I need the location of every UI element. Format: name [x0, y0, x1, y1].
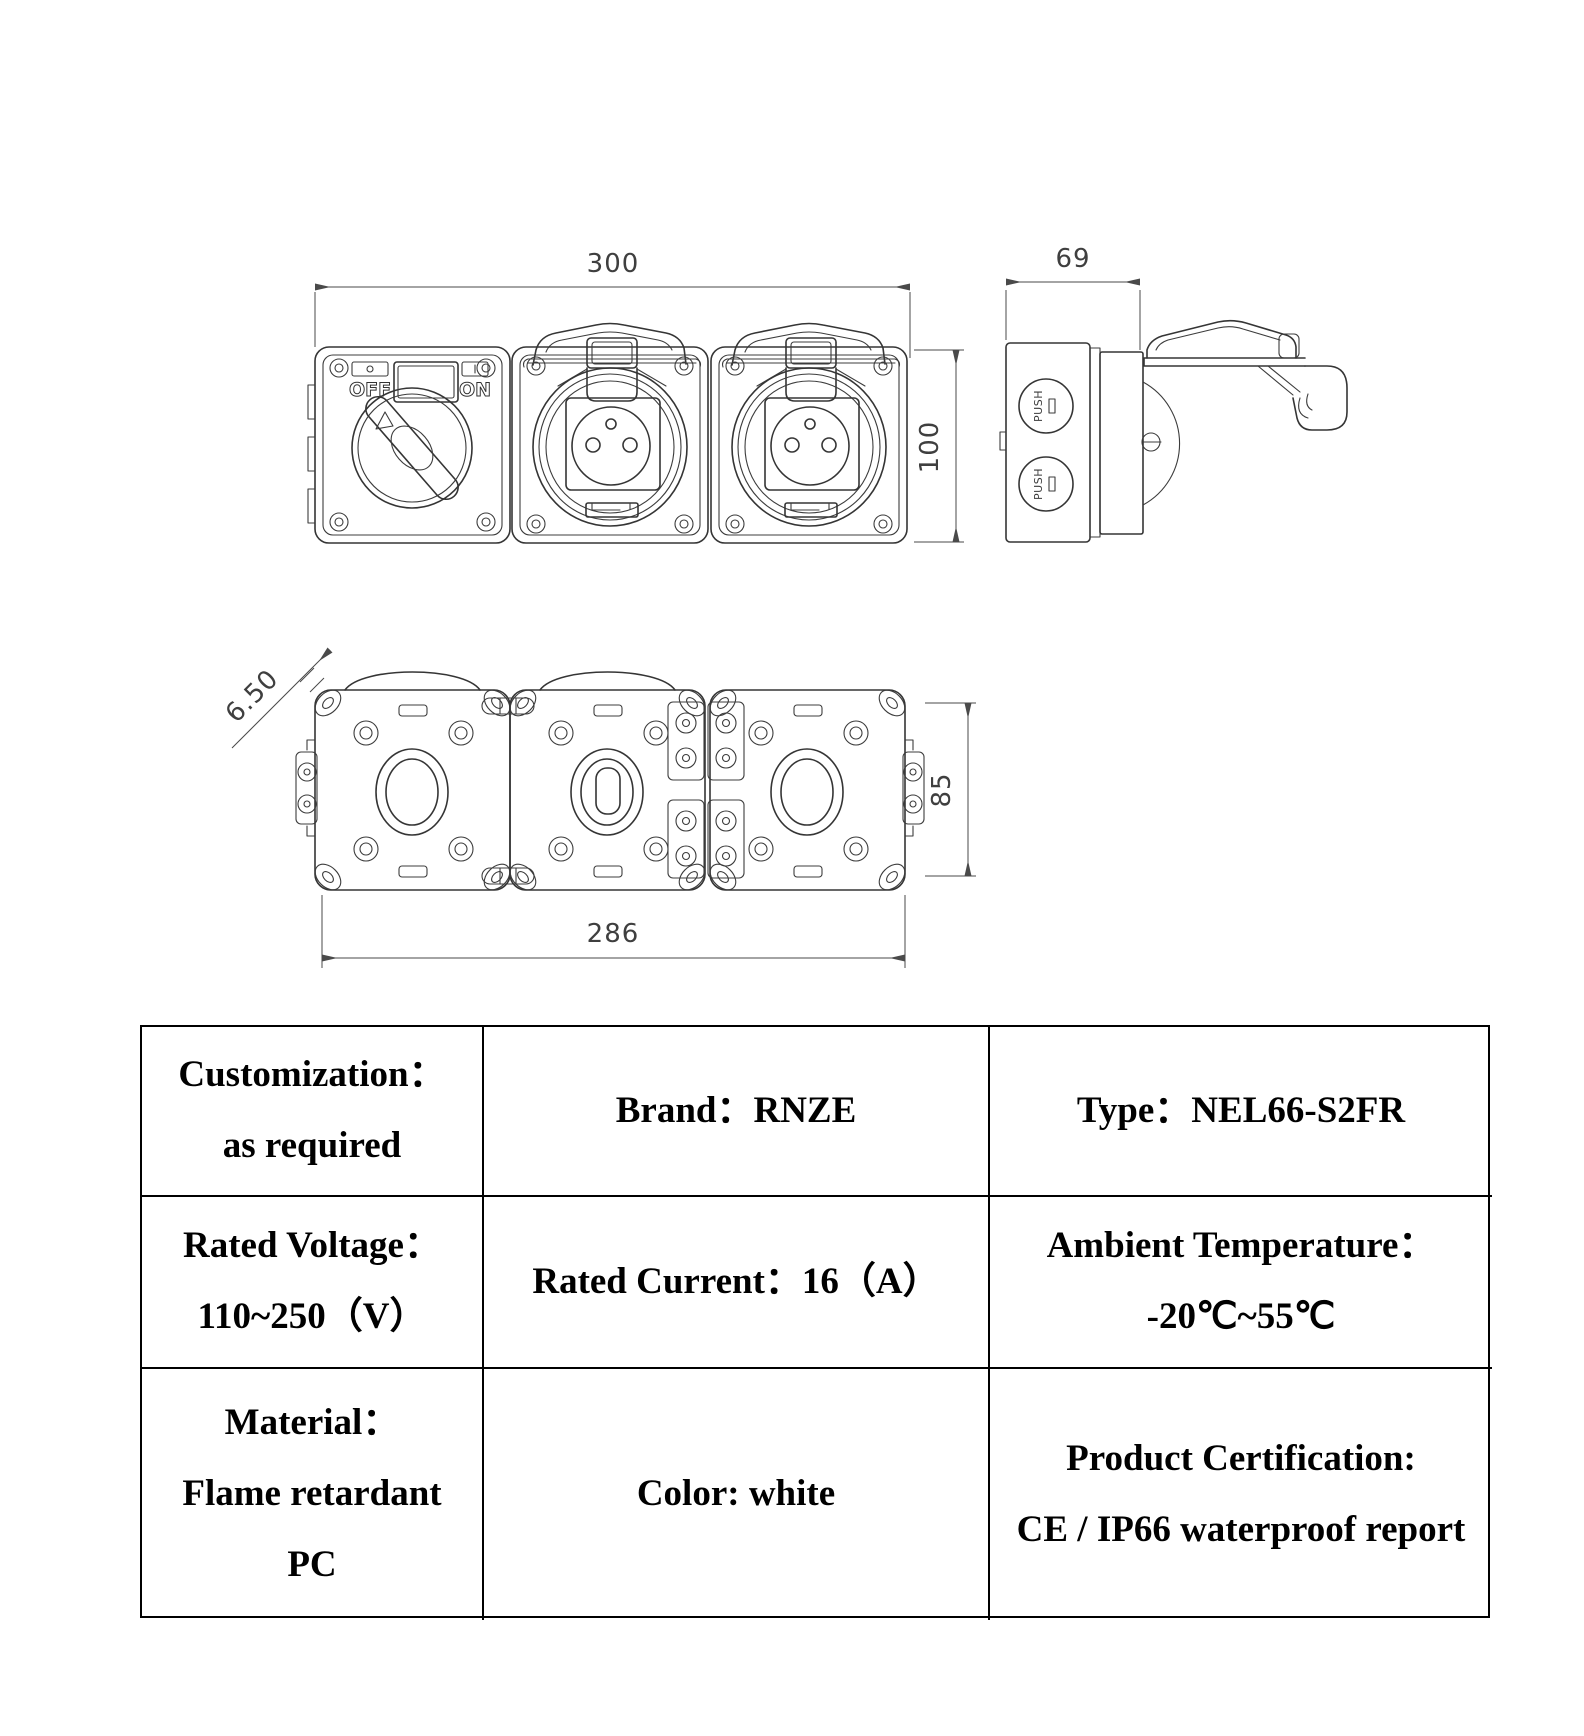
rated-voltage-label: Rated Voltage：: [183, 1225, 441, 1267]
hinge-terminal-blocks: [667, 701, 745, 879]
ambient-temperature-label: Ambient Temperature：: [1046, 1225, 1436, 1267]
switch-off-label: OFF: [349, 379, 391, 401]
cell-material: Material： Flame retardant PC: [142, 1369, 484, 1620]
push-label: PUSH: [1032, 390, 1045, 422]
rated-voltage-value: 110~250（V）: [197, 1296, 427, 1337]
cell-rated-voltage: Rated Voltage： 110~250（V）: [142, 1197, 484, 1369]
open-lid: [1143, 319, 1348, 431]
cell-ambient-temperature: Ambient Temperature： -20℃~55℃: [990, 1197, 1492, 1369]
cable-knockout: PUSH: [1018, 456, 1074, 512]
back-height-dim: 85: [927, 772, 957, 807]
svg-text:6.50: 6.50: [220, 664, 285, 729]
side-depth-dim: 69: [1055, 244, 1090, 274]
cable-knockout: PUSH: [1018, 378, 1074, 434]
brand-value: Brand：RNZE: [615, 1089, 857, 1131]
side-latch: [295, 739, 318, 837]
front-height-dim: 100: [915, 421, 945, 474]
back-view: 6.50 85 286: [220, 647, 976, 968]
cell-brand: Brand：RNZE: [484, 1027, 990, 1197]
cell-color: Color: white: [484, 1369, 990, 1620]
side-latch: [902, 739, 925, 837]
spec-table: Customization： as required Brand：RNZE Ty…: [140, 1025, 1492, 1620]
technical-drawing: 300 100 OFF: [220, 244, 1348, 968]
switch-on-label: ON: [459, 379, 491, 401]
front-view: 300 100 OFF: [307, 249, 964, 544]
cell-type: Type：NEL66-S2FR: [990, 1027, 1492, 1197]
material-label: Material：: [224, 1402, 400, 1444]
cell-customization: Customization： as required: [142, 1027, 484, 1197]
cell-certification: Product Certification: CE / IP66 waterpr…: [990, 1369, 1492, 1620]
front-width-dim: 300: [587, 249, 640, 279]
hole-dimension: 6.50: [220, 647, 333, 749]
rated-current-value: Rated Current：16（A）: [532, 1260, 940, 1302]
cell-rated-current: Rated Current：16（A）: [484, 1197, 990, 1369]
type-value: Type：NEL66-S2FR: [1076, 1089, 1406, 1131]
certification-value: CE / IP66 waterproof report: [1016, 1508, 1466, 1550]
customization-value: as required: [222, 1125, 402, 1166]
side-view: 69 PUSH PUSH: [999, 244, 1348, 543]
color-value: Color: white: [636, 1473, 836, 1515]
push-label: PUSH: [1032, 468, 1045, 500]
back-width-dim: 286: [587, 919, 640, 949]
ambient-temperature-value: -20℃~55℃: [1146, 1296, 1336, 1337]
certification-label: Product Certification:: [1066, 1437, 1416, 1479]
customization-label: Customization：: [178, 1054, 446, 1096]
material-value-line2: PC: [287, 1543, 337, 1585]
material-value-line1: Flame retardant: [182, 1473, 442, 1515]
switch-module-front: OFF ON: [307, 346, 511, 544]
